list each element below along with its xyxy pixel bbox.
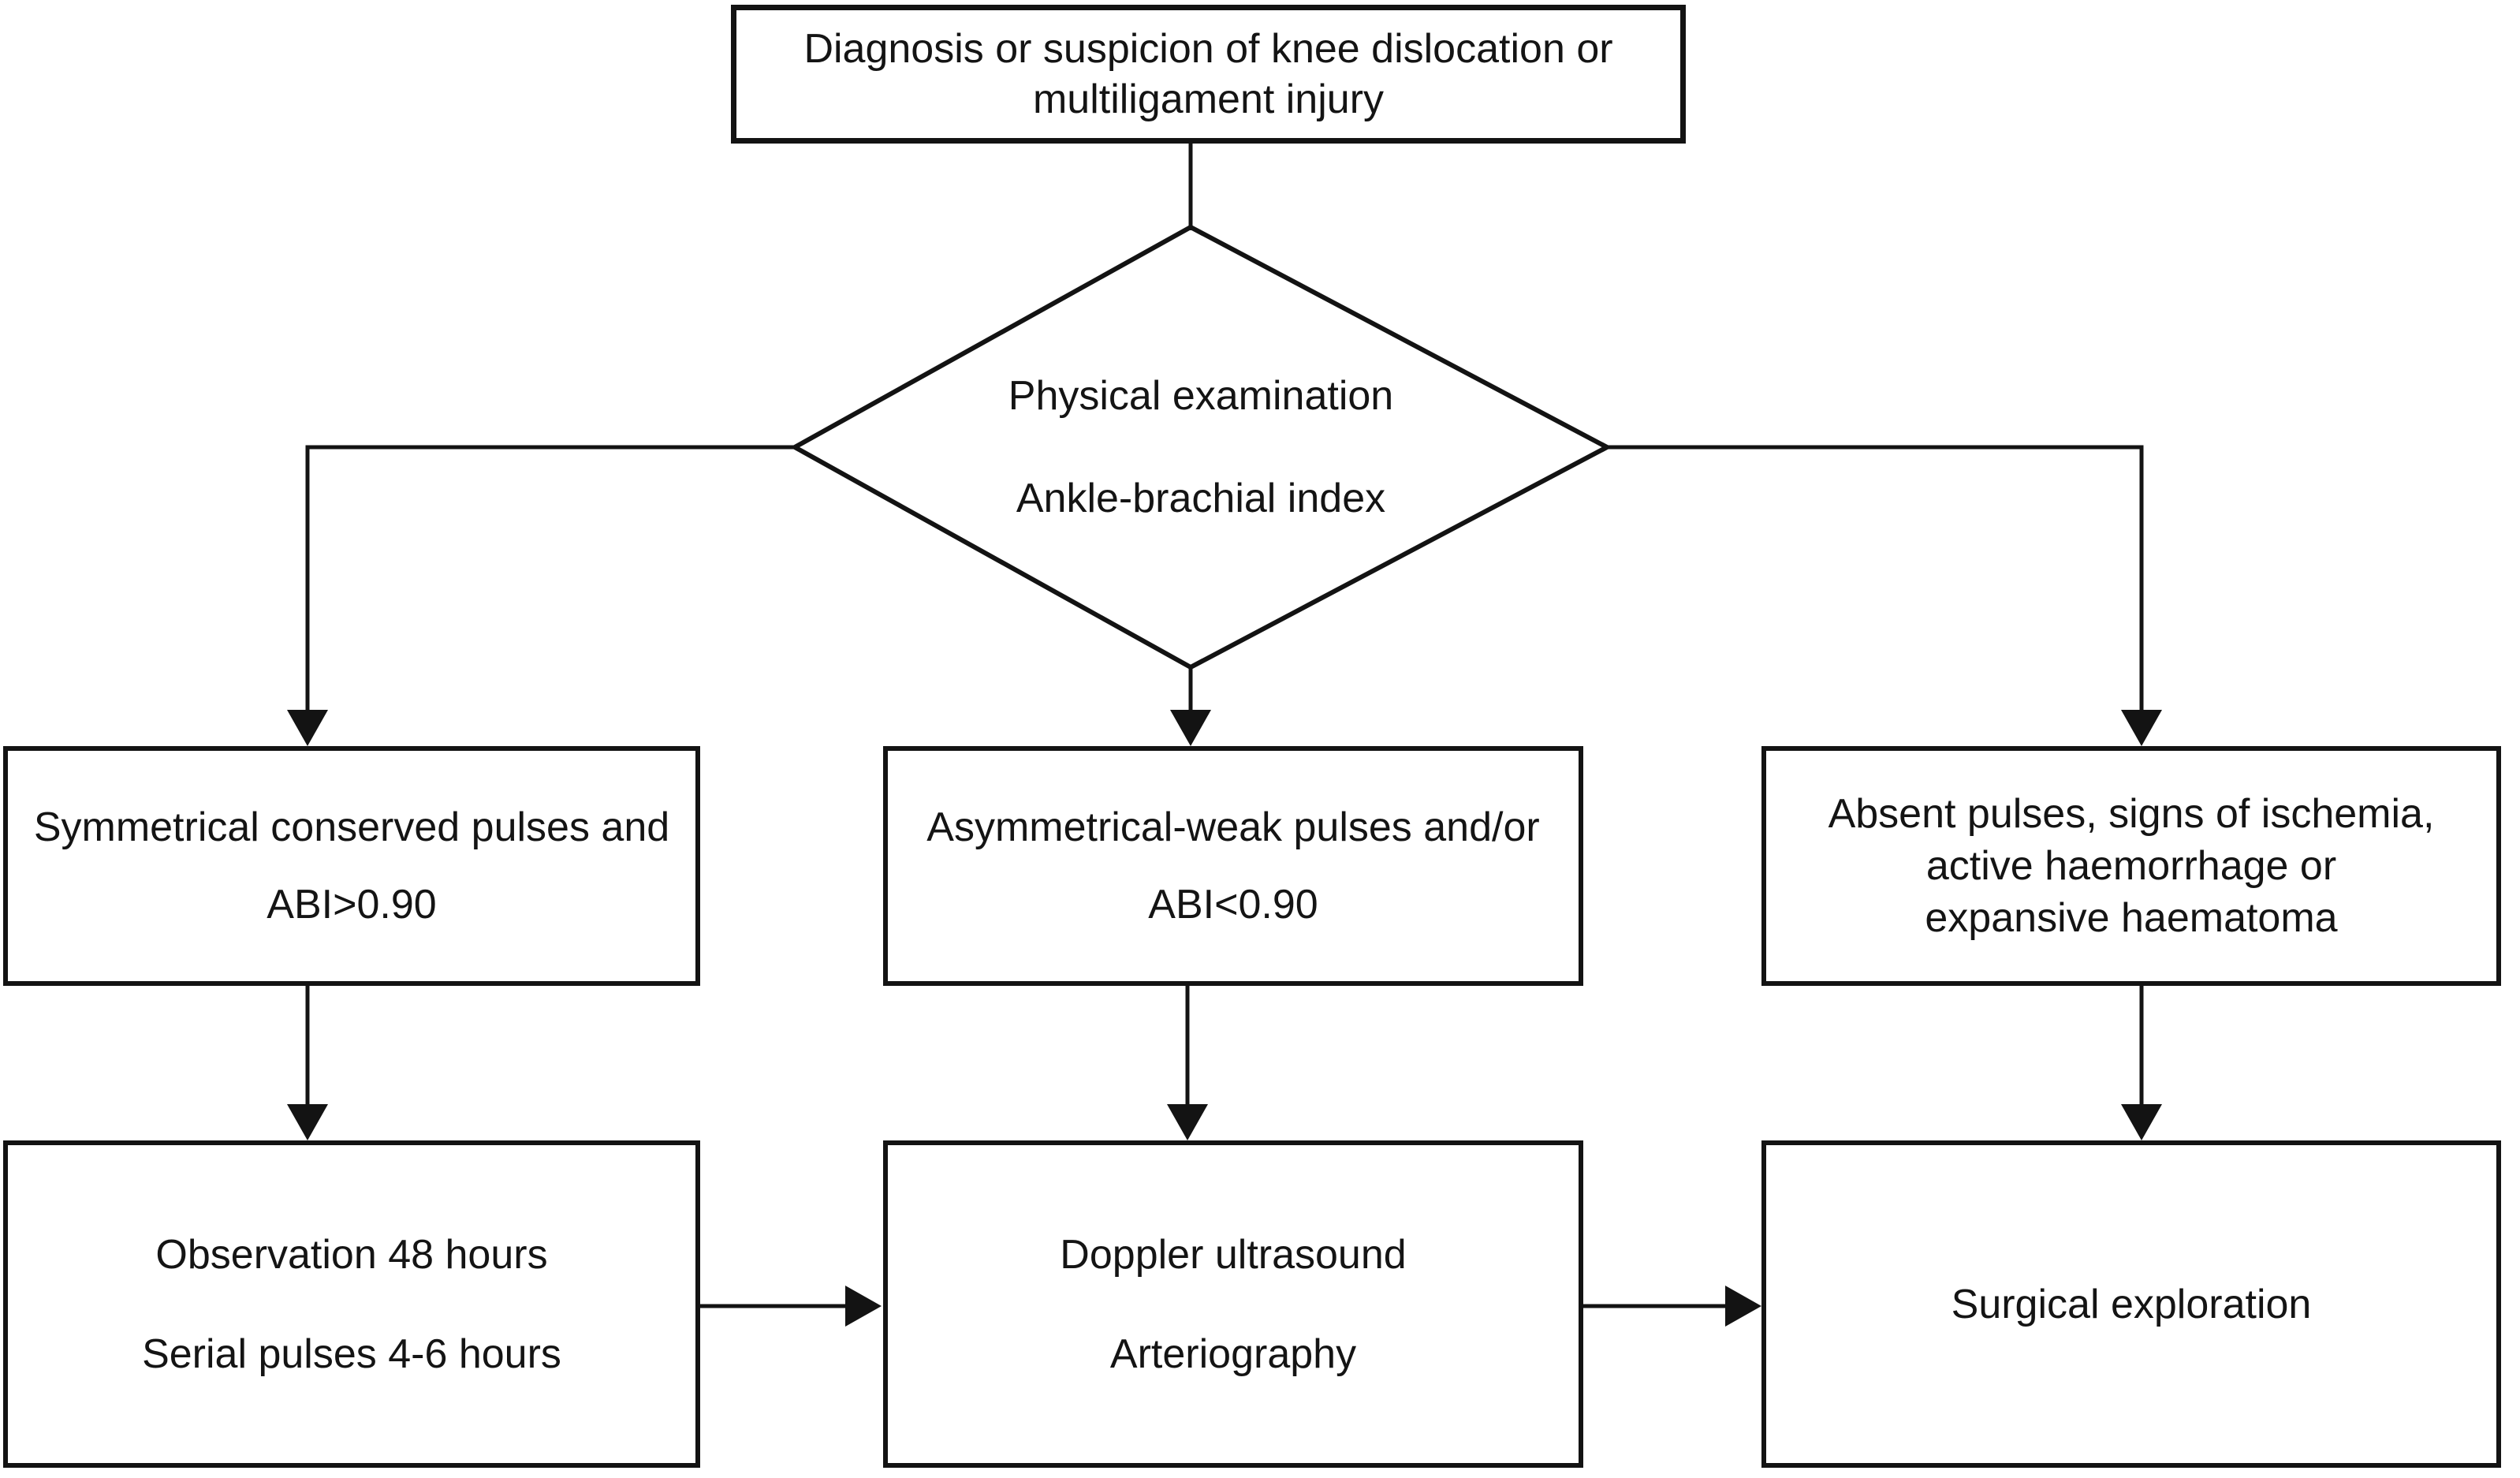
arrow-right-icon [1725,1286,1761,1327]
arrow-down-icon [287,1104,328,1140]
decision-node-text: Ankle-brachial index [1016,476,1386,521]
decision-node-text: Physical examination [1008,373,1394,419]
start-node: Diagnosis or suspicion of knee dislocati… [731,5,1686,144]
outcome-left-node: Symmetrical conserved pulses and ABI>0.9… [3,746,700,986]
decision-node: Physical examination Ankle-brachial inde… [795,227,1607,667]
start-node-text: multiligament injury [1032,77,1385,122]
arrow-down-icon [2121,710,2162,746]
outcome-right-node-text: expansive haematoma [1925,895,2338,941]
outcome-center-node-text: ABI<0.90 [1148,882,1318,927]
outcome-right-node-text: Absent pulses, signs of ischemia, [1828,791,2435,837]
action-center-node-text: Arteriography [1109,1331,1357,1377]
action-left-node-text: Serial pulses 4-6 hours [142,1331,561,1377]
arrow-down-icon [1170,710,1211,746]
outcome-left-node-text: Symmetrical conserved pulses and [33,804,670,850]
outcome-center-node-text: Asymmetrical-weak pulses and/or [926,804,1540,850]
action-left-node: Observation 48 hours Serial pulses 4-6 h… [3,1140,700,1468]
action-left-node-text: Observation 48 hours [155,1231,548,1278]
outcome-left-node-text: ABI>0.90 [267,882,437,927]
action-center-node-text: Doppler ultrasound [1060,1231,1407,1278]
arrow-down-icon [287,710,328,746]
outcome-right-node-text: active haemorrhage or [1925,843,2337,889]
action-center-node: Doppler ultrasound Arteriography [883,1140,1583,1468]
action-right-node: Surgical exploration [1761,1140,2501,1468]
outcome-center-node: Asymmetrical-weak pulses and/or ABI<0.90 [883,746,1583,986]
start-node-text: Diagnosis or suspicion of knee dislocati… [803,26,1613,72]
arrow-down-icon [1167,1104,1208,1140]
connector-decision-to-outcome-left-line [305,445,798,711]
connector-decision-to-outcome-right-line [1604,445,2144,711]
arrow-down-icon [2121,1104,2162,1140]
action-right-node-text: Surgical exploration [1951,1281,2312,1327]
outcome-right-node: Absent pulses, signs of ischemia, active… [1761,746,2501,986]
arrow-right-icon [845,1286,882,1327]
